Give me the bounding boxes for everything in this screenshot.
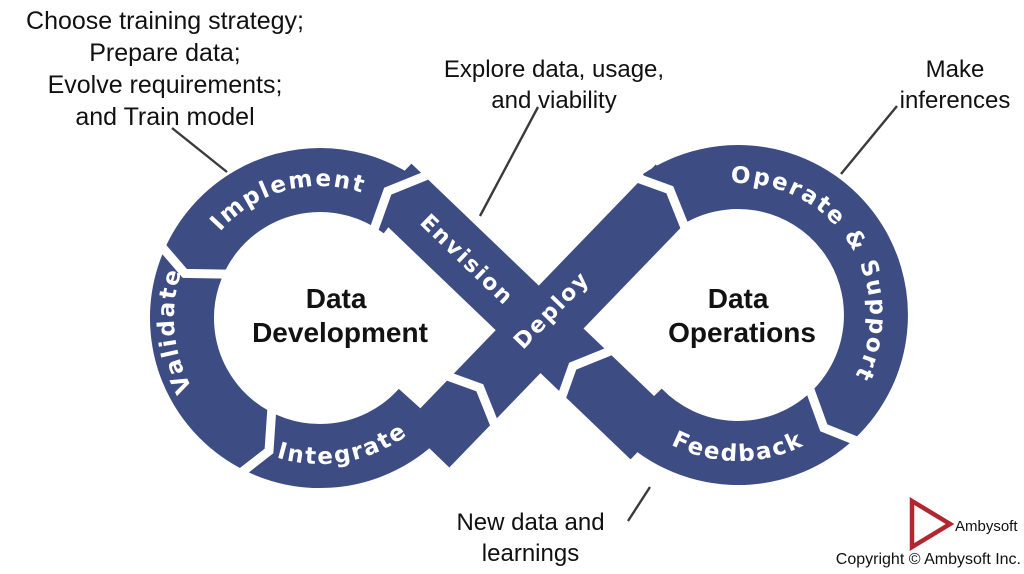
right-loop-title-line1: Data	[708, 283, 769, 314]
annotation-training-line4: and Train model	[75, 103, 255, 131]
annotation-new-data: New data and learnings	[408, 507, 653, 569]
right-loop-title-line2: Operations	[668, 317, 816, 348]
connector-inferences-line	[840, 105, 898, 175]
annotation-training-line3: Evolve requirements;	[47, 71, 283, 99]
connector-training-line	[171, 127, 228, 173]
ambysoft-logo-text: Ambysoft	[955, 518, 1018, 535]
connector-newdata-line	[626, 486, 652, 522]
left-loop-ring	[150, 148, 447, 489]
chevron-integrate-deploy-icon	[439, 369, 500, 429]
annotation-explore-line2: and viability	[491, 87, 617, 114]
ambysoft-triangle-logo-icon	[909, 497, 955, 551]
chevron-feedback-envision-icon	[554, 346, 613, 407]
left-loop-title-line2: Development	[252, 317, 428, 348]
annotation-training-line2: Prepare data;	[89, 39, 241, 67]
annotation-new-data-line2: learnings	[481, 540, 580, 567]
chevron-envision-implement-icon	[369, 171, 428, 232]
right-loop-title: Data Operations	[668, 283, 816, 348]
annotation-inferences: Make inferences	[855, 54, 1024, 116]
chevron-implement-validate-icon	[154, 238, 227, 279]
chevron-operate-feedback-icon	[805, 387, 865, 448]
annotation-explore-line1: Explore data, usage,	[443, 56, 665, 83]
annotation-training-line1: Choose training strategy;	[26, 7, 304, 35]
left-loop-title-line1: Data	[306, 283, 367, 314]
right-loop-ring	[615, 145, 908, 485]
chevron-validate-integrate-icon	[233, 409, 277, 481]
annotation-training: Choose training strategy; Prepare data; …	[0, 5, 330, 133]
connector-explore-line	[478, 106, 540, 217]
deploy-band	[404, 164, 701, 468]
annotation-new-data-line1: New data and	[456, 509, 605, 536]
left-loop-title: Data Development	[252, 283, 428, 348]
chevron-deploy-operate-icon	[629, 171, 690, 231]
annotation-explore: Explore data, usage, and viability	[404, 54, 704, 116]
annotation-inferences-line1: Make	[925, 56, 985, 83]
copyright-notice: Copyright © Ambysoft Inc.	[835, 551, 1021, 568]
annotation-inferences-line2: inferences	[899, 87, 1011, 114]
